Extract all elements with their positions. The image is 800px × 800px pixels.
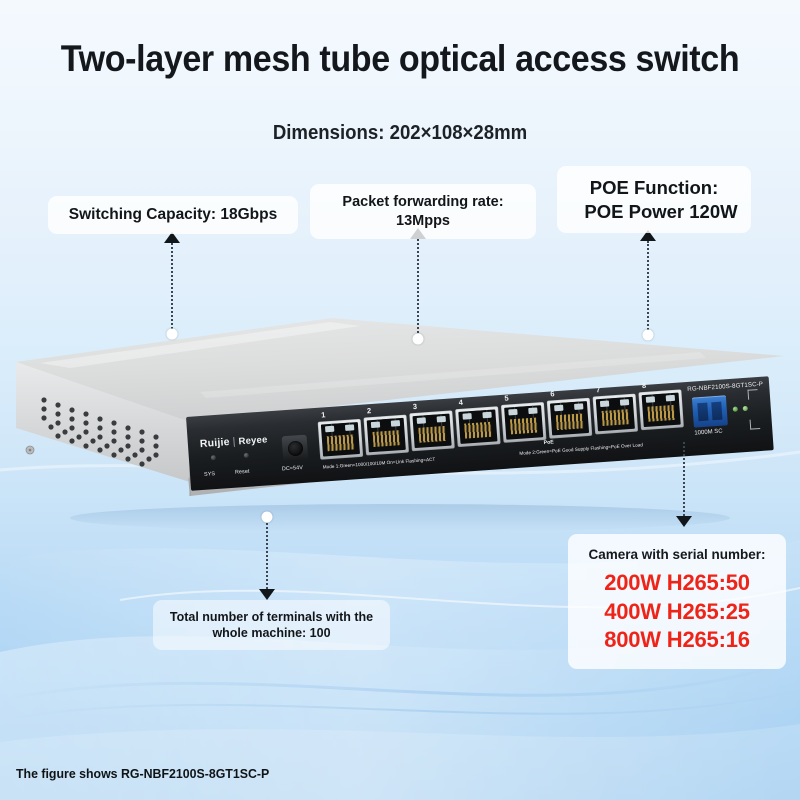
rj45-port[interactable] [546, 397, 593, 439]
port-number: 7 [595, 385, 601, 395]
callout-text-line2: POE Power 120W [584, 200, 738, 222]
callout-text: Total number of terminals with the whole… [169, 610, 374, 640]
leader-anchor-dot [412, 333, 424, 345]
camera-capacity-row: 200W H265:50 [604, 570, 750, 596]
rj45-port[interactable] [500, 402, 547, 443]
sfp-link-led [732, 406, 738, 412]
port-number: 5 [504, 393, 509, 403]
panel-corner-mark [747, 389, 759, 400]
arrow-up-icon [640, 230, 656, 241]
leader-line-camera [672, 442, 696, 536]
port-number: 1 [320, 410, 326, 420]
rj45-port[interactable] [638, 389, 684, 431]
rj45-port[interactable] [455, 406, 501, 448]
poe-tag-label: PoE [543, 439, 554, 447]
rj45-port[interactable] [317, 418, 364, 460]
brand-separator: | [232, 435, 236, 448]
reset-label: Reset [234, 468, 250, 476]
leader-anchor-dot [166, 328, 178, 340]
leader-line-switching [160, 232, 184, 340]
brand-reyee: Reyee [238, 434, 268, 448]
sfp-speed-label: 1000M SC [694, 428, 723, 437]
callout-poe-function: POE Function: POE Power 120W [557, 166, 751, 234]
arrow-down-icon [259, 589, 275, 600]
rj45-port[interactable] [363, 414, 410, 456]
port-number: 2 [366, 406, 372, 416]
dimensions-subtitle: Dimensions: 202×108×28mm [272, 122, 528, 144]
arrow-down-icon [676, 516, 692, 527]
callout-total-terminals: Total number of terminals with the whole… [153, 600, 390, 650]
leader-line-terminals [255, 511, 279, 602]
port-number: 6 [549, 389, 555, 399]
port-number: 3 [412, 401, 418, 412]
callout-text: Switching Capacity: 18Gbps [68, 206, 278, 223]
camera-capacity-row: 800W H265:16 [604, 627, 750, 653]
port-number: 4 [458, 397, 464, 407]
sc-fiber-port[interactable] [691, 395, 728, 428]
sfp-act-led [742, 405, 748, 412]
callout-text: Packet forwarding rate: 13Mpps [342, 194, 504, 229]
callout-camera-serial: Camera with serial number: 200W H265:50 … [568, 534, 786, 670]
leader-line-packet [406, 228, 430, 346]
sys-label: SYS [203, 471, 216, 478]
arrow-up-icon [164, 232, 180, 243]
page-title: Two-layer mesh tube optical access switc… [60, 38, 740, 79]
switch-device-illustration: Ruijie|Reyee SYS Reset DC=54V 1 2 3 4 [0, 300, 800, 540]
rj45-port[interactable] [409, 410, 455, 452]
callout-text-line1: POE Function: [589, 177, 719, 198]
callout-packet-forwarding: Packet forwarding rate: 13Mpps [310, 184, 536, 240]
brand-ruijie: Ruijie [199, 436, 231, 451]
sfp-fiber-zone: RG-NBF2100S-8GT1SC-P 1000M SC [685, 378, 774, 454]
camera-capacity-row: 400W H265:25 [604, 598, 750, 624]
camera-callout-heading: Camera with serial number: [588, 547, 766, 562]
dc-power-jack [281, 434, 309, 463]
port-number: 8 [641, 380, 647, 391]
leader-anchor-dot [261, 511, 273, 523]
leader-anchor-dot [642, 329, 654, 341]
leader-line-poe [636, 230, 660, 342]
callout-switching-capacity: Switching Capacity: 18Gbps [48, 196, 298, 234]
rj45-port[interactable] [592, 393, 639, 435]
footer-note: The figure shows RG-NBF2100S-8GT1SC-P [16, 766, 270, 781]
panel-corner-mark [749, 418, 761, 430]
